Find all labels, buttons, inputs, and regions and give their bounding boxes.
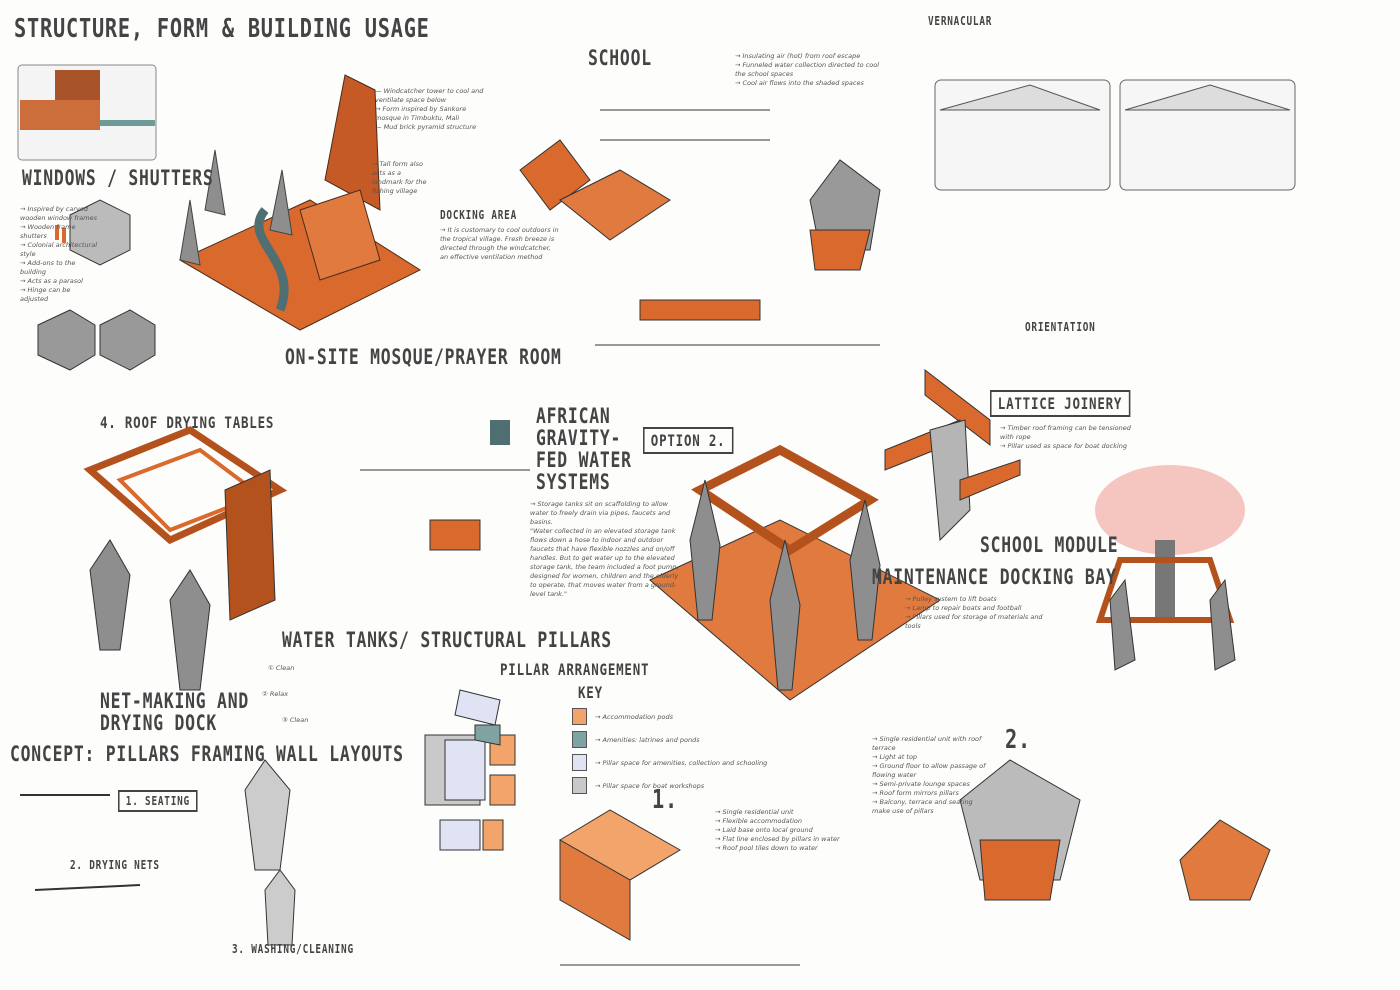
roof-drying-sketch bbox=[83, 426, 288, 691]
key-item: → Accommodation pods bbox=[572, 705, 767, 728]
school-heading: School bbox=[588, 46, 652, 70]
module-1-number: 1. bbox=[652, 785, 678, 815]
windows-heading: Windows / Shutters bbox=[22, 166, 214, 190]
step-1: ① Clean bbox=[268, 664, 295, 672]
shutter-sketches bbox=[37, 199, 156, 371]
key-label: → Pillar space for amenities, collection… bbox=[595, 758, 768, 767]
water-systems-heading: African Gravity-Fed Water Systems bbox=[536, 404, 632, 494]
maintenance-notes: → Pulley system to lift boats → Lamp to … bbox=[905, 595, 1043, 630]
windows-notes: → Inspired by carved wooden window frame… bbox=[20, 205, 97, 303]
water-notes: → Storage tanks sit on scaffolding to al… bbox=[530, 500, 679, 598]
drying-nets-heading: 2. Drying Nets bbox=[70, 858, 160, 872]
vernacular-sketches bbox=[934, 79, 1296, 191]
mosque-tower-notes: — Windcatcher tower to cool and ventilat… bbox=[375, 87, 484, 131]
step-2: ② Relax bbox=[262, 690, 289, 698]
lattice-notes: → Timber roof framing can be tensioned w… bbox=[1000, 424, 1131, 450]
net-making-heading: Net-Making and Drying Dock bbox=[100, 689, 249, 735]
school-module-heading: School Module bbox=[980, 533, 1119, 557]
concept-pillars bbox=[20, 759, 296, 946]
key-label: → Amenities: latrines and ponds bbox=[595, 735, 700, 744]
key-item: → Amenities: latrines and ponds bbox=[572, 728, 767, 751]
module1-notes: → Single residential unit → Flexible acc… bbox=[715, 808, 840, 852]
key-swatch bbox=[572, 754, 587, 771]
water-tanks-heading: Water Tanks/ Structural Pillars bbox=[282, 628, 612, 652]
orientation-heading: Orientation bbox=[1025, 320, 1096, 334]
washing-heading: 3. Washing/Cleaning bbox=[232, 942, 354, 956]
key-item: → Pillar space for boat workshops bbox=[572, 774, 767, 797]
mosque-heading: On-site Mosque/Prayer Room bbox=[285, 345, 562, 369]
module-2-number: 2. bbox=[1005, 725, 1031, 755]
photo-sketch bbox=[17, 64, 157, 161]
option2-sketch bbox=[649, 444, 941, 701]
module2-notes: → Single residential unit with roof terr… bbox=[872, 735, 986, 815]
key-heading: Key bbox=[578, 683, 603, 702]
key-swatch bbox=[572, 708, 587, 725]
key-label: → Accommodation pods bbox=[595, 712, 673, 721]
key-legend: → Accommodation pods → Amenities: latrin… bbox=[572, 705, 767, 797]
step-3: ③ Clean bbox=[282, 716, 309, 724]
key-swatch bbox=[572, 731, 587, 748]
school-sketch bbox=[519, 109, 881, 346]
tree-sketch bbox=[1095, 465, 1245, 671]
concept-heading: Concept: Pillars Framing Wall Layouts bbox=[10, 742, 404, 766]
option2-heading: Option 2. bbox=[643, 427, 734, 454]
key-label: → Pillar space for boat workshops bbox=[595, 781, 705, 790]
pillar-arrangement-heading: Pillar Arrangement bbox=[500, 660, 650, 679]
maintenance-heading: Maintenance Docking Bay bbox=[872, 565, 1117, 589]
docking-area-heading: Docking Area bbox=[440, 208, 517, 222]
mosque-sketch bbox=[178, 74, 422, 331]
module-sketches bbox=[559, 759, 1271, 966]
seating-heading: 1. Seating bbox=[118, 790, 198, 812]
school-notes: → Insulating air (hot) from roof escape … bbox=[735, 52, 880, 87]
lattice-sketch bbox=[884, 368, 1021, 542]
key-item: → Pillar space for amenities, collection… bbox=[572, 751, 767, 774]
main-title: Structure, Form & Building Usage bbox=[14, 14, 430, 44]
pillar-plan bbox=[424, 689, 516, 851]
lattice-heading: Lattice Joinery bbox=[990, 390, 1131, 417]
mosque-side-notes: → Tall form also acts as a landmark for … bbox=[372, 160, 427, 195]
vernacular-heading: Vernacular bbox=[928, 14, 993, 28]
roof-drying-heading: 4. Roof Drying Tables bbox=[100, 413, 275, 432]
docking-notes: → It is customary to cool outdoors in th… bbox=[440, 226, 559, 261]
water-system-sketch bbox=[360, 420, 530, 551]
key-swatch bbox=[572, 777, 587, 794]
